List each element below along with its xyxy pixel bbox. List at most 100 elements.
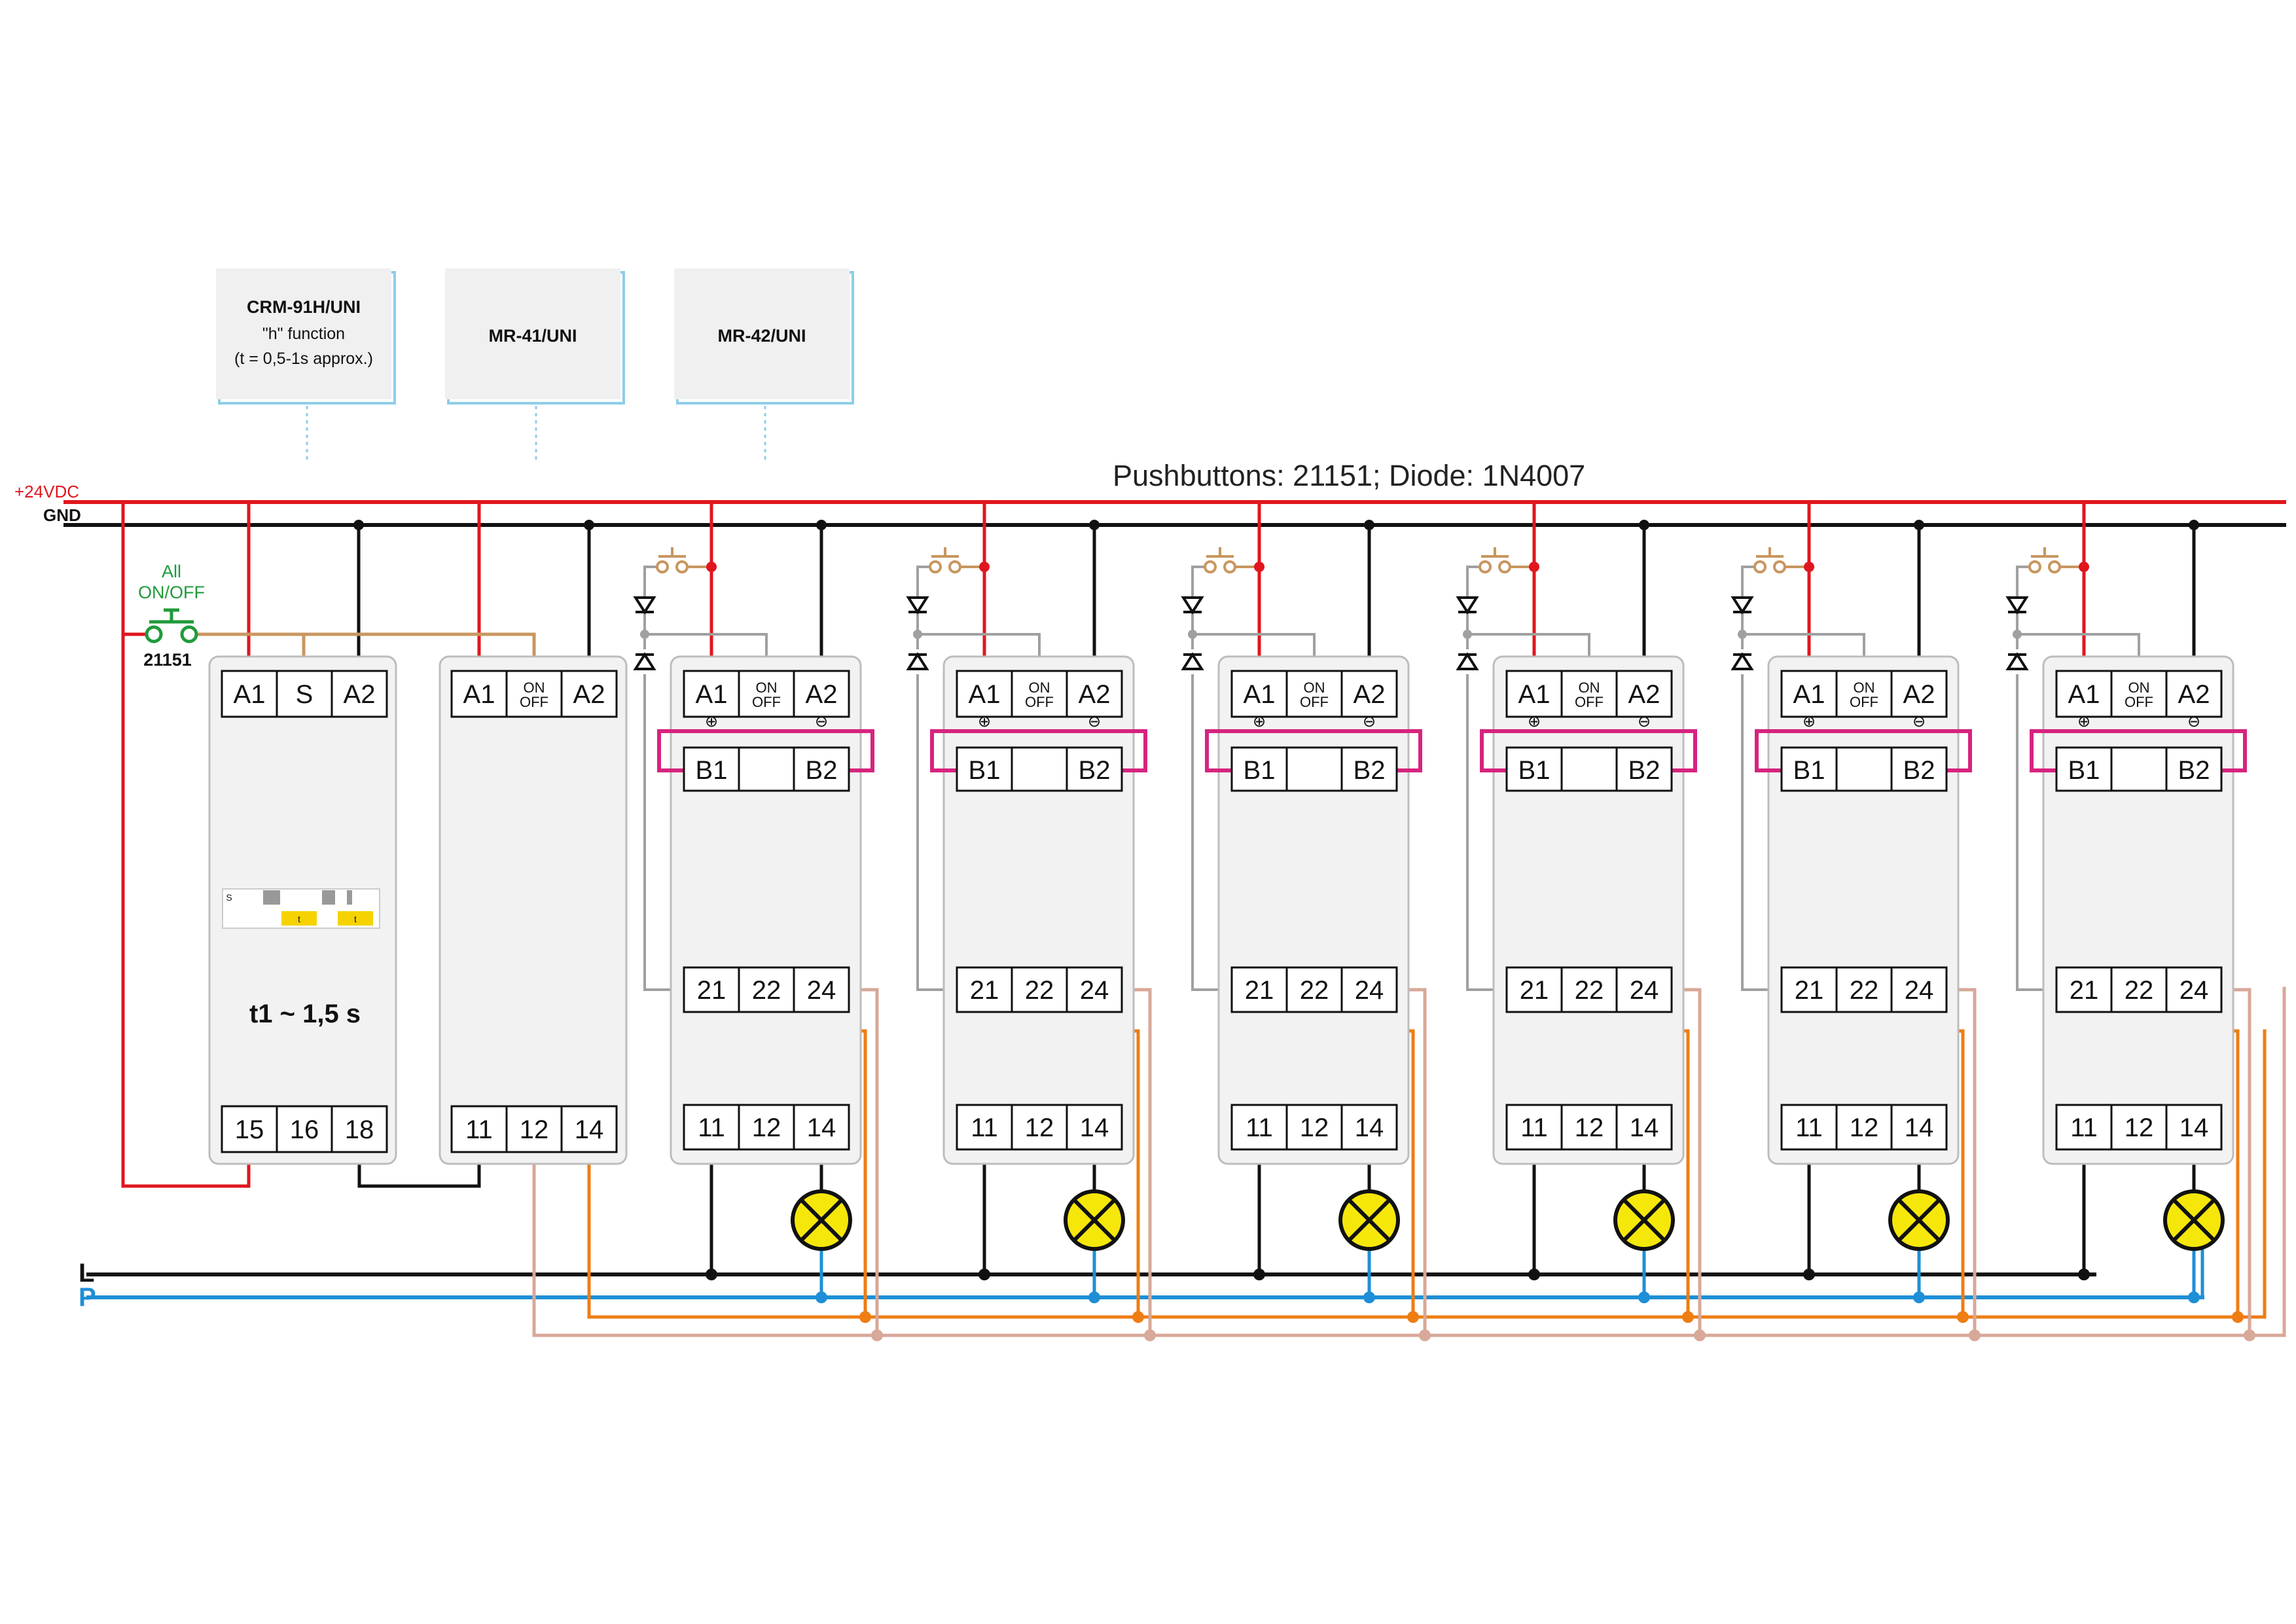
mr42-3-mid-terminal-label: 21	[1245, 976, 1274, 1005]
mr42-1-top-terminal-cell	[793, 670, 850, 718]
mr42-3-mid-terminal-label: 24	[1355, 976, 1384, 1005]
crm-timing-t: t	[298, 914, 300, 924]
mr42-4-top-terminal-label-off: OFF	[1575, 694, 1604, 710]
mr42-4-l-dot	[1528, 1269, 1540, 1280]
mr42-1-lamp-cross	[800, 1199, 843, 1242]
mr41-out12	[532, 1152, 2284, 1337]
junction-dot	[2189, 520, 2199, 530]
mr42-4-plus-mark: ⊕	[1528, 713, 1541, 731]
crm-bottom-terminal-label: 15	[235, 1115, 264, 1144]
mr42-2-bottom-terminal-label: 12	[1025, 1113, 1054, 1142]
mr42-1-mid-terminal-label: 24	[807, 976, 836, 1005]
mr42-4-p-dot	[1638, 1291, 1650, 1303]
mr42-5-pushbutton-contact	[1753, 560, 1767, 573]
legend-title: CRM-91H/UNI	[247, 297, 361, 317]
mr42-6-b2-cell	[2165, 746, 2223, 792]
mr42-3-orange-dot	[1407, 1311, 1419, 1323]
mr41-top-terminal-label-off: OFF	[520, 694, 548, 710]
mr42-2-top-terminal-label: A2	[1079, 680, 1111, 709]
mr42-2-pink-dot	[1144, 1329, 1156, 1341]
mr42-3-pink-dot	[1419, 1329, 1431, 1341]
mr42-3-lamp-cross	[1348, 1199, 1391, 1242]
mr42-4-pink-dot	[1694, 1329, 1706, 1341]
mr42-4-mid-terminal-label: 21	[1520, 976, 1549, 1005]
mr42-6-pos-dot	[2079, 562, 2089, 572]
mr42-1-mid-terminal-cell	[738, 966, 795, 1013]
mr42-1-bottom-terminal-label: 14	[807, 1113, 836, 1142]
mr42-1-b2-label: B2	[806, 756, 838, 785]
mr42-6-gray-dot	[2013, 630, 2022, 639]
mr42-2-top-terminal-cell	[956, 670, 1013, 718]
mr42-6-pushbutton-wire	[2016, 566, 2030, 592]
mr42-2-top-terminal-cell	[1066, 670, 1123, 718]
mr42-3-top-terminal-label-on: ON	[1304, 679, 1325, 696]
mr42-1-b2-cell	[793, 746, 850, 792]
mr42-4-blank-cell	[1560, 746, 1618, 792]
mr42-2-gray-dot	[913, 630, 922, 639]
mr42-4-mid-terminal-label: 24	[1630, 976, 1659, 1005]
diagram-title: Pushbuttons: 21151; Diode: 1N4007	[1113, 459, 1585, 492]
mr42-4-diode	[1456, 596, 1479, 615]
mr42-4-mid-terminal-cell	[1615, 966, 1673, 1013]
mr42-3-top-terminal-cell	[1230, 670, 1288, 718]
mr42-1-top-terminal-label: A1	[696, 680, 728, 709]
mr42-3-p-dot	[1363, 1291, 1375, 1303]
crm-timing-pulse	[322, 890, 335, 905]
legend-title: MR-42/UNI	[717, 326, 806, 346]
mr42-4-bottom-terminal-label: 12	[1575, 1113, 1604, 1142]
mr42-1-b1-label: B1	[696, 756, 728, 785]
mr42-3-l-dot	[1253, 1269, 1265, 1280]
pos-loop	[121, 502, 251, 1188]
crm-top-terminal-label: A2	[344, 680, 376, 709]
mr42-1-plus-mark: ⊕	[705, 713, 718, 731]
mr42-4-pushbutton-contact	[1479, 560, 1492, 573]
mr42-2-top-terminal-label-on: ON	[1029, 679, 1050, 696]
mr42-6-bottom-terminal-label: 11	[2070, 1113, 2098, 1142]
mr42-5-mid-terminal-label: 21	[1795, 976, 1824, 1005]
mr42-1-pushbutton-contact	[675, 560, 689, 573]
mr42-2-mid-terminal-label: 22	[1025, 976, 1054, 1005]
legend-box	[674, 268, 850, 399]
mr42-5-plus-mark: ⊕	[1803, 713, 1816, 731]
mr42-3-diode	[1181, 652, 1204, 670]
mr42-4-orange-dot	[1682, 1311, 1694, 1323]
mr42-6-minus-mark: ⊖	[2187, 713, 2200, 731]
mr42-4-b2-cell	[1615, 746, 1673, 792]
mr42-5-blank-cell	[1835, 746, 1893, 792]
mr42-2-bottom-terminal-cell	[956, 1104, 1013, 1151]
master-button-label-2: ON/OFF	[138, 583, 205, 602]
crm-timing-pulse	[347, 890, 352, 905]
mr42-2-minus-mark: ⊖	[1088, 713, 1101, 731]
mr42-4-pushbutton-wire	[1466, 566, 1480, 592]
mr42-5-diode	[1731, 652, 1754, 670]
mr42-5-top-terminal-label-on: ON	[1854, 679, 1875, 696]
mr42-1-blank-cell	[738, 746, 795, 792]
mr42-1-mid-terminal-label: 21	[697, 976, 726, 1005]
mr42-4-bottom-terminal-label: 11	[1520, 1113, 1548, 1142]
mr42-3-b2-cell	[1340, 746, 1398, 792]
mr42-3-top-terminal-cell	[1285, 670, 1343, 718]
mr42-5-pushbutton-wire	[1741, 566, 1755, 592]
mr41-top-terminal-label: A1	[463, 680, 495, 709]
crm-timing-s: S	[226, 892, 232, 903]
mr42-1-pushbutton-wire	[643, 566, 657, 592]
mr42-4-bottom-terminal-cell	[1505, 1104, 1563, 1151]
crm-top-terminal-label: S	[296, 680, 314, 709]
mr42-6-pushbutton-contact	[2048, 560, 2061, 573]
mr42-3-bottom-terminal-cell	[1230, 1104, 1288, 1151]
mr42-5-minus-mark: ⊖	[1912, 713, 1926, 731]
mr42-1-minus-mark: ⊖	[815, 713, 828, 731]
mr41-bottom-terminal-label: 11	[465, 1115, 493, 1144]
mr42-4-top-terminal-label: A1	[1518, 680, 1551, 709]
mr42-5-gray-dot	[1738, 630, 1747, 639]
mr41-bottom-terminal-label: 14	[575, 1115, 604, 1144]
mr42-4-b1-label: B1	[1518, 756, 1551, 785]
mr42-1-bottom-terminal-label: 12	[752, 1113, 781, 1142]
mr42-2-bottom-terminal-cell	[1011, 1104, 1068, 1151]
mr42-6-bottom-terminal-cell	[2110, 1104, 2168, 1151]
mr42-2-diode	[906, 652, 929, 670]
mr42-4-top-terminal-cell	[1560, 670, 1618, 718]
mr42-6-mid-terminal-cell	[2165, 966, 2223, 1013]
gnd-rail-label: GND	[43, 505, 81, 525]
master-button-label: All	[162, 562, 181, 581]
